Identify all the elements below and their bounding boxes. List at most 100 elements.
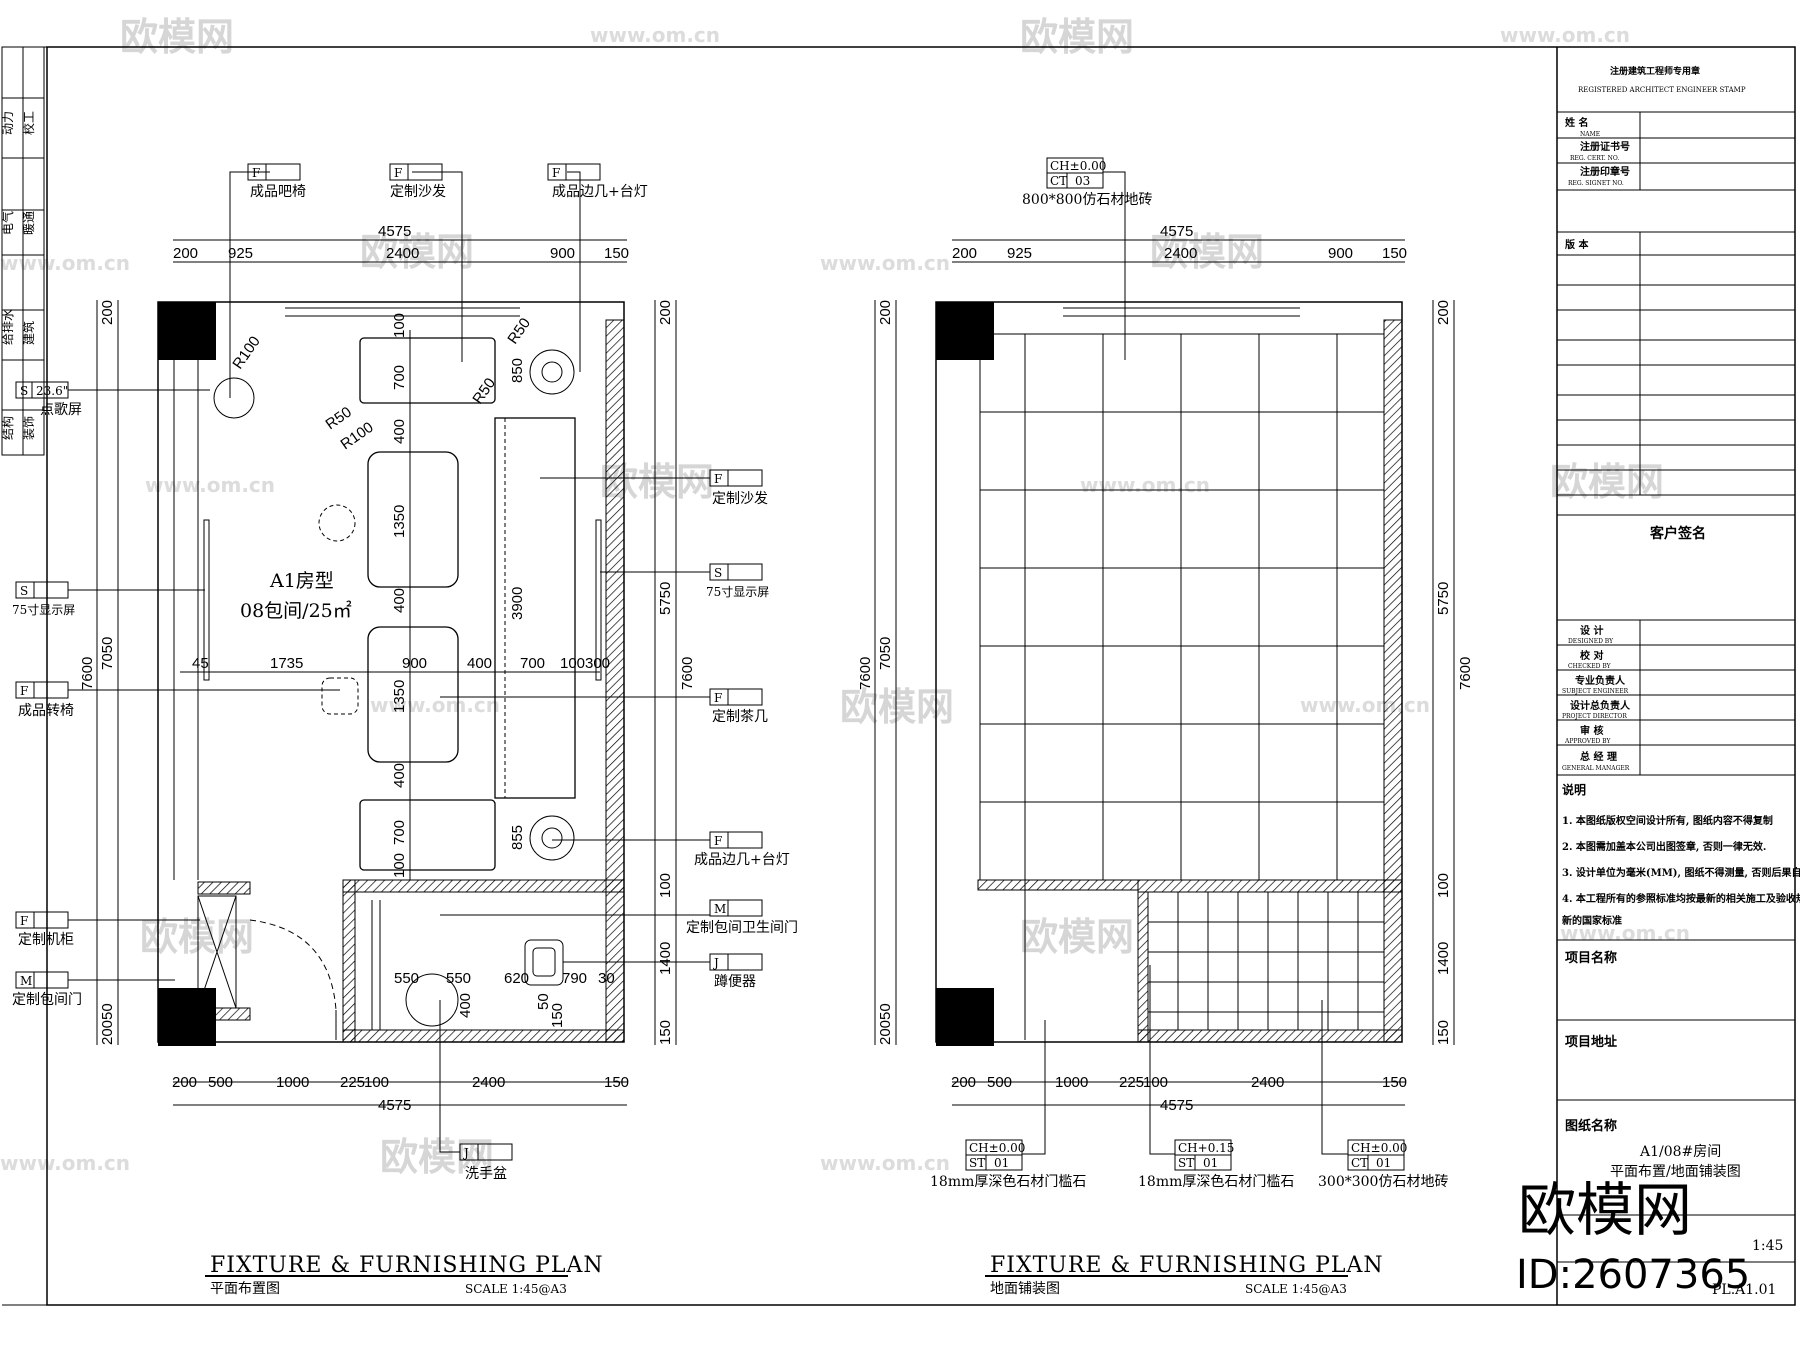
svg-text:S: S: [20, 384, 28, 398]
tag-tile-300: CH±0.00 CT 01 300*300仿石材地砖: [1318, 1000, 1448, 1190]
tag-threshold-2: CH+0.15 ST 01 18mm厚深色石材门槛石: [1138, 965, 1294, 1190]
svg-text:PROJECT DIRECTOR: PROJECT DIRECTOR: [1562, 713, 1627, 720]
dim: 400: [391, 588, 408, 613]
dim: 100: [657, 873, 674, 898]
svg-text:01: 01: [994, 1156, 1009, 1170]
dim: 1735: [270, 655, 303, 672]
svg-text:欧模网: 欧模网: [380, 1135, 494, 1179]
dim: 100: [1143, 1074, 1168, 1091]
dim: 200: [877, 300, 894, 325]
dim: 200: [877, 1020, 894, 1045]
tile-grid-800: [979, 333, 1384, 1040]
dim: 790: [562, 970, 587, 987]
dim: 400: [457, 993, 474, 1018]
right-plan: 4575 200 925 2400 900 150 200 500 1000 2…: [857, 157, 1474, 1297]
svg-text:设 计: 设 计: [1580, 624, 1603, 637]
svg-text:F: F: [714, 691, 722, 705]
dim: 2400: [472, 1074, 505, 1091]
svg-text:01: 01: [1203, 1156, 1218, 1170]
dim-bottom-total: 4575: [1160, 1097, 1193, 1114]
tag-song-screen: S 23.6" 点歌屏: [15, 381, 82, 418]
svg-text:1. 本图纸版权空间设计所有, 图纸内容不得复制: 1. 本图纸版权空间设计所有, 图纸内容不得复制: [1562, 814, 1773, 827]
svg-text:结构: 结构: [0, 416, 15, 440]
dim: 5750: [657, 582, 674, 615]
dim: 7600: [679, 657, 696, 690]
svg-text:点歌屏: 点歌屏: [40, 402, 82, 418]
svg-text:ST: ST: [969, 1156, 985, 1170]
svg-text:欧模网: 欧模网: [840, 685, 954, 729]
left-plan: A1房型 08包间/25㎡ 4575 200 925 2400 900 150 …: [12, 163, 798, 1297]
svg-text:图纸名称: 图纸名称: [1565, 1118, 1617, 1134]
svg-text:注册建筑工程师专用章: 注册建筑工程师专用章: [1610, 65, 1700, 77]
svg-text:PL.A1.01: PL.A1.01: [1712, 1282, 1776, 1298]
svg-text:www.om.cn: www.om.cn: [820, 1151, 950, 1175]
svg-text:电气: 电气: [0, 211, 15, 235]
dim: 1000: [276, 1074, 309, 1091]
svg-text:欧模网: 欧模网: [1150, 230, 1264, 274]
dim: 700: [520, 655, 545, 672]
svg-text:1:45: 1:45: [1752, 1238, 1783, 1254]
dim: R50: [323, 404, 355, 434]
dim: 400: [391, 419, 408, 444]
svg-text:注册印章号: 注册印章号: [1580, 165, 1630, 178]
dim-bottom-total: 4575: [378, 1097, 411, 1114]
svg-text:F: F: [714, 472, 722, 486]
tag-cabinet: F 定制机柜: [15, 911, 74, 948]
svg-text:成品边几+台灯: 成品边几+台灯: [694, 852, 790, 868]
dim-top-total: 4575: [378, 223, 411, 240]
dim: 200: [952, 245, 977, 262]
dim: 50: [877, 1003, 894, 1020]
dim: 45: [192, 655, 209, 672]
dim: 7050: [877, 637, 894, 670]
dim: 3900: [509, 587, 526, 620]
svg-text:APPROVED BY: APPROVED BY: [1564, 738, 1611, 745]
leader-lines: [68, 171, 710, 1153]
svg-text:www.om.cn: www.om.cn: [1500, 23, 1630, 47]
dim: 850: [509, 358, 526, 383]
svg-text:定制沙发: 定制沙发: [390, 184, 446, 200]
dim: R50: [504, 315, 534, 347]
svg-text:F: F: [714, 834, 722, 848]
svg-text:01: 01: [1376, 1156, 1391, 1170]
right-plan-title: FIXTURE & FURNISHING PLAN: [990, 1253, 1384, 1278]
dim: 925: [1007, 245, 1032, 262]
svg-text:CH±0.00: CH±0.00: [969, 1141, 1025, 1155]
svg-text:CT: CT: [1351, 1156, 1368, 1170]
svg-text:2. 本图需加盖本公司出图签章, 否则一律无效.: 2. 本图需加盖本公司出图签章, 否则一律无效.: [1562, 840, 1766, 853]
dim: 225: [1119, 1074, 1144, 1091]
dim: 200: [172, 1074, 197, 1091]
column-block: [158, 988, 216, 1046]
svg-text:姓 名: 姓 名: [1564, 116, 1588, 129]
svg-text:版 本: 版 本: [1565, 238, 1589, 251]
dim: 900: [402, 655, 427, 672]
column-block: [936, 988, 994, 1046]
svg-text:洗手盆: 洗手盆: [465, 1166, 507, 1182]
svg-text:注册证书号: 注册证书号: [1580, 140, 1630, 153]
svg-text:动力: 动力: [1, 111, 15, 135]
svg-text:CH+0.15: CH+0.15: [1178, 1141, 1234, 1155]
svg-text:23.6": 23.6": [36, 384, 68, 398]
tag-custom-sofa-top: F 定制沙发: [389, 163, 446, 200]
svg-text:装饰: 装饰: [22, 416, 36, 440]
svg-text:给排水: 给排水: [1, 309, 15, 345]
dim: 500: [208, 1074, 233, 1091]
tag-tv-left: S 75寸显示屏: [12, 581, 75, 617]
svg-text:欧模网: 欧模网: [360, 230, 474, 274]
tag-swivel-chair: F 成品转椅: [15, 681, 74, 719]
svg-text:J: J: [712, 956, 719, 970]
tag-wash-basin: J 洗手盆: [459, 1143, 513, 1182]
left-plan-subtitle: 平面布置图: [210, 1281, 280, 1297]
dim: 150: [1382, 245, 1407, 262]
dim-top-total: 4575: [1160, 223, 1193, 240]
dim: 200: [951, 1074, 976, 1091]
svg-text:建筑: 建筑: [21, 321, 36, 345]
svg-text:校 对: 校 对: [1580, 649, 1603, 662]
tag-side-table-lamp-top: F 成品边几+台灯: [547, 163, 648, 200]
svg-text:说明: 说明: [1562, 782, 1586, 797]
dim: 925: [228, 245, 253, 262]
svg-text:www.om.cn: www.om.cn: [1080, 473, 1210, 497]
dim: 100: [560, 655, 585, 672]
svg-text:A1/08#房间: A1/08#房间: [1639, 1144, 1721, 1160]
svg-text:CT: CT: [1050, 174, 1067, 188]
svg-text:18mm厚深色石材门槛石: 18mm厚深色石材门槛石: [930, 1173, 1086, 1190]
